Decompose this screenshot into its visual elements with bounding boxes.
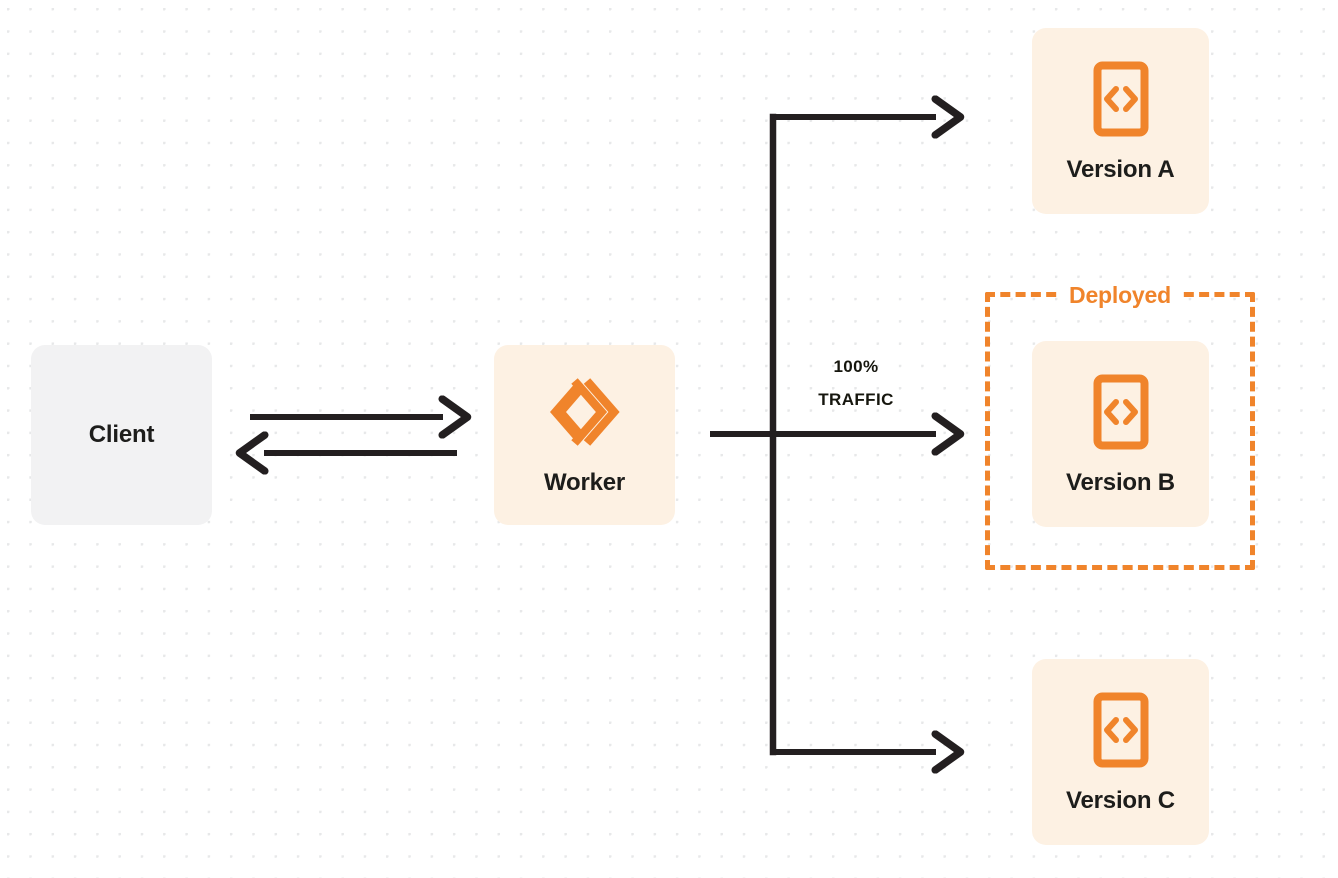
code-file-icon (1092, 692, 1150, 773)
group-deployed: Deployed (985, 281, 1255, 570)
node-worker[interactable]: Worker (494, 345, 675, 525)
node-version-a[interactable]: Version A (1032, 28, 1209, 214)
node-version-c[interactable]: Version C (1032, 659, 1209, 845)
node-version-b[interactable]: Version B (1032, 341, 1209, 527)
node-client[interactable]: Client (31, 345, 212, 525)
group-deployed-label: Deployed (1059, 281, 1181, 309)
node-client-label: Client (88, 421, 155, 448)
traffic-percent: 100% (833, 357, 879, 376)
edge-worker-branch-spine (710, 113, 777, 756)
cloudflare-workers-logo-icon (547, 376, 623, 453)
traffic-word: TRAFFIC (818, 390, 894, 409)
code-file-icon (1092, 61, 1150, 142)
node-worker-label: Worker (543, 468, 626, 496)
code-file-icon (1092, 374, 1150, 455)
node-version-a-label: Version A (1066, 155, 1175, 183)
node-version-c-label: Version C (1066, 786, 1175, 814)
traffic-label: 100% TRAFFIC (790, 350, 922, 416)
node-version-b-label: Version B (1066, 468, 1175, 496)
